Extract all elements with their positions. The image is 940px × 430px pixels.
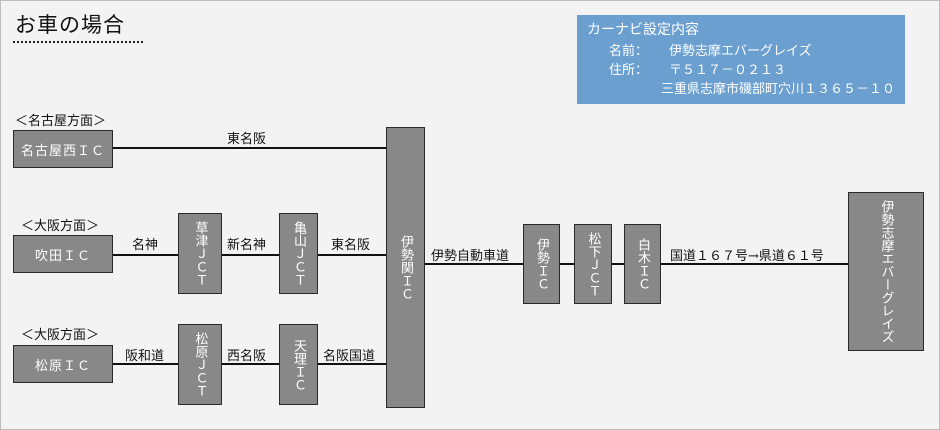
junction-kusatsu: 草津ＪＣＴ [178,213,222,294]
carnavi-address-indent [587,80,649,99]
road-label-higashi-meihan-1: 東名阪 [227,132,267,147]
route-line-osaka2-a [113,363,178,365]
road-label-nishi-meihan: 西名阪 [227,349,267,364]
interchange-tenri: 天理ＩＣ [279,324,318,405]
interchange-nagoya-nishi: 名古屋西ＩＣ [13,130,113,168]
road-label-ise-expressway: 伊勢自動車道 [431,249,510,264]
direction-label-nagoya: ＜名古屋方面＞ [15,114,107,129]
route-line-osaka1-b [222,254,279,256]
carnavi-address-label: 住所： [609,63,649,78]
carnavi-name-row: 名前： 伊勢志摩エバーグレイズ [587,42,895,61]
direction-label-osaka-1: ＜大阪方面＞ [21,219,100,234]
road-label-shin-meishin: 新名神 [227,238,267,253]
route-line-osaka1-a [113,254,178,256]
route-line-main-a [425,263,523,265]
carnavi-postal-code: 〒５１７－０２１３ [669,63,787,78]
route-line-osaka2-c [318,363,386,365]
route-line-main-b [560,263,574,265]
junction-kameyama: 亀山ＪＣＴ [279,213,318,294]
road-label-higashi-meihan-2: 東名阪 [331,238,371,253]
junction-matsushita: 松下ＪＣＴ [574,224,612,304]
carnavi-address-value: 三重県志摩市磯部町穴川１３６５－１０ [660,82,895,97]
destination-ise-shima-everglades: 伊勢志摩エバーグレイズ [848,192,924,351]
carnavi-name-value: 伊勢志摩エバーグレイズ [669,44,812,59]
road-label-hanwa: 阪和道 [125,349,165,364]
road-label-meishin: 名神 [132,238,159,253]
interchange-ise: 伊勢ＩＣ [523,224,560,304]
road-label-meihan-kokudo: 名阪国道 [323,349,376,364]
interchange-shiraki: 白木ＩＣ [624,224,661,304]
route-line-main-d [661,263,848,265]
interchange-suita: 吹田ＩＣ [13,235,113,273]
carnavi-address-line-row: 三重県志摩市磯部町穴川１３６５－１０ [587,80,895,99]
carnavi-address-row: 住所： 〒５１７－０２１３ [587,61,895,80]
carnavi-name-label: 名前： [609,44,649,59]
route-line-osaka1-c [318,254,386,256]
route-line-osaka2-b [222,363,279,365]
road-label-route-167-61: 国道１６７号→県道６１号 [670,249,824,264]
junction-matsubara: 松原ＪＣＴ [178,324,222,405]
direction-label-osaka-2: ＜大阪方面＞ [21,328,100,343]
route-line-main-c [612,263,624,265]
carnavi-info-panel: カーナビ設定内容 名前： 伊勢志摩エバーグレイズ 住所： 〒５１７－０２１３ 三… [577,15,905,104]
route-line-nagoya [113,147,386,149]
interchange-matsubara: 松原ＩＣ [13,345,113,383]
interchange-iseseki-hub: 伊勢関ＩＣ [386,127,425,408]
title-underline [13,41,143,43]
carnavi-heading: カーナビ設定内容 [587,22,699,38]
page-title: お車の場合 [15,13,125,37]
